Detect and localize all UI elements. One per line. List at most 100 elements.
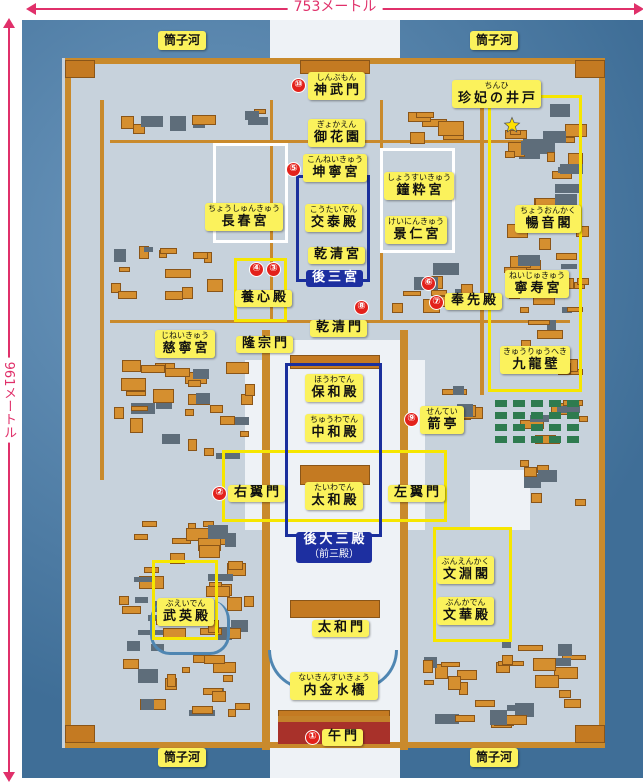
building [204,448,214,457]
building [211,690,227,703]
building [576,278,589,285]
building [550,104,570,117]
building [409,131,426,144]
courtyard [470,470,530,530]
group-name: 後大三殿 [303,532,368,547]
building [521,140,536,155]
place-name: 奉先殿 [451,293,500,308]
building [502,655,514,665]
building [199,545,221,558]
building [520,307,529,313]
building [210,405,224,414]
building [182,286,193,299]
place-name: 午門 [328,729,361,744]
building [185,408,195,417]
building [456,669,478,681]
building [165,268,192,279]
building [553,658,571,666]
place-name: 九龍壁 [512,357,561,372]
building [143,566,159,574]
building [527,319,551,325]
place-name: 文華殿 [443,608,492,623]
building [537,470,557,482]
south-road [270,745,400,778]
place-name: 文淵閣 [443,567,492,582]
building [160,248,178,254]
place-name: 武英殿 [163,609,212,624]
green-roof [567,424,579,431]
place-name: 慈寧宮 [162,341,211,356]
building [140,364,165,374]
building [228,561,243,571]
place-name: 太和門 [318,620,367,635]
place-reading: ぶんえんかく [441,557,490,566]
place-name: 箭亭 [427,417,460,432]
building [125,390,147,397]
building [234,702,250,711]
place-label: こうたいでん交泰殿 [305,204,363,232]
building [170,116,187,131]
building [559,690,572,698]
place-label: ないきんすいきょう内金水橋 [290,672,378,700]
building [247,117,268,125]
place-name: 中和殿 [311,425,360,440]
building [192,115,216,125]
place-label: 太和門 [312,620,370,637]
place-reading: ぶえいでん [165,599,206,608]
green-roof [531,412,543,419]
building [546,320,557,330]
place-name: 保和殿 [311,385,360,400]
building [523,474,541,488]
place-reading: ねいじゅきゅう [509,271,565,280]
building [553,667,578,680]
building [120,378,146,392]
building [122,360,141,372]
height-label: 961メートル [0,357,18,443]
place-reading: しょうすいきゅう [387,173,451,182]
building [140,115,163,128]
building [415,112,434,118]
building [506,704,527,711]
place-name: 珍妃の井戸 [458,91,539,106]
place-name: 養心殿 [241,290,290,305]
place-reading: けいにんきゅう [388,217,444,226]
green-roof [513,412,525,419]
arrow-right-icon [634,3,643,15]
green-roof [567,412,579,419]
building [555,183,579,193]
number-marker: ⑧ [354,300,369,315]
place-name: 乾清宮 [314,247,363,262]
place-label: たいわでん太和殿 [305,482,363,510]
green-roof [513,436,525,443]
place-label: 左翼門 [388,485,446,502]
building [532,657,556,672]
height-dimension: 961メートル [0,18,18,782]
building [181,666,190,674]
building [129,418,143,433]
building [452,386,464,395]
building [225,361,250,375]
building [166,674,177,687]
building [518,645,543,652]
wall [100,100,104,480]
arrow-up-icon [3,18,15,28]
place-label: けいにんきゅう景仁宮 [385,216,447,244]
place-name: 鐘粋宮 [396,183,445,198]
place-label: 午門 [322,729,364,746]
green-roof [567,400,579,407]
place-label: ぶえいでん武英殿 [157,598,215,626]
green-roof [531,424,543,431]
building [561,307,572,313]
wuying-outline [152,560,218,640]
place-label: ちんひ珍妃の井戸 [452,80,542,108]
green-roof [495,424,507,431]
building [187,379,202,388]
building [556,252,577,261]
building [254,108,266,115]
building [187,438,198,452]
place-label: 右翼門 [228,485,286,502]
wall [599,58,605,748]
building [244,596,254,608]
place-label: ぶんえんかく文淵閣 [437,556,495,584]
place-reading: ちょうおんかく [520,206,576,215]
